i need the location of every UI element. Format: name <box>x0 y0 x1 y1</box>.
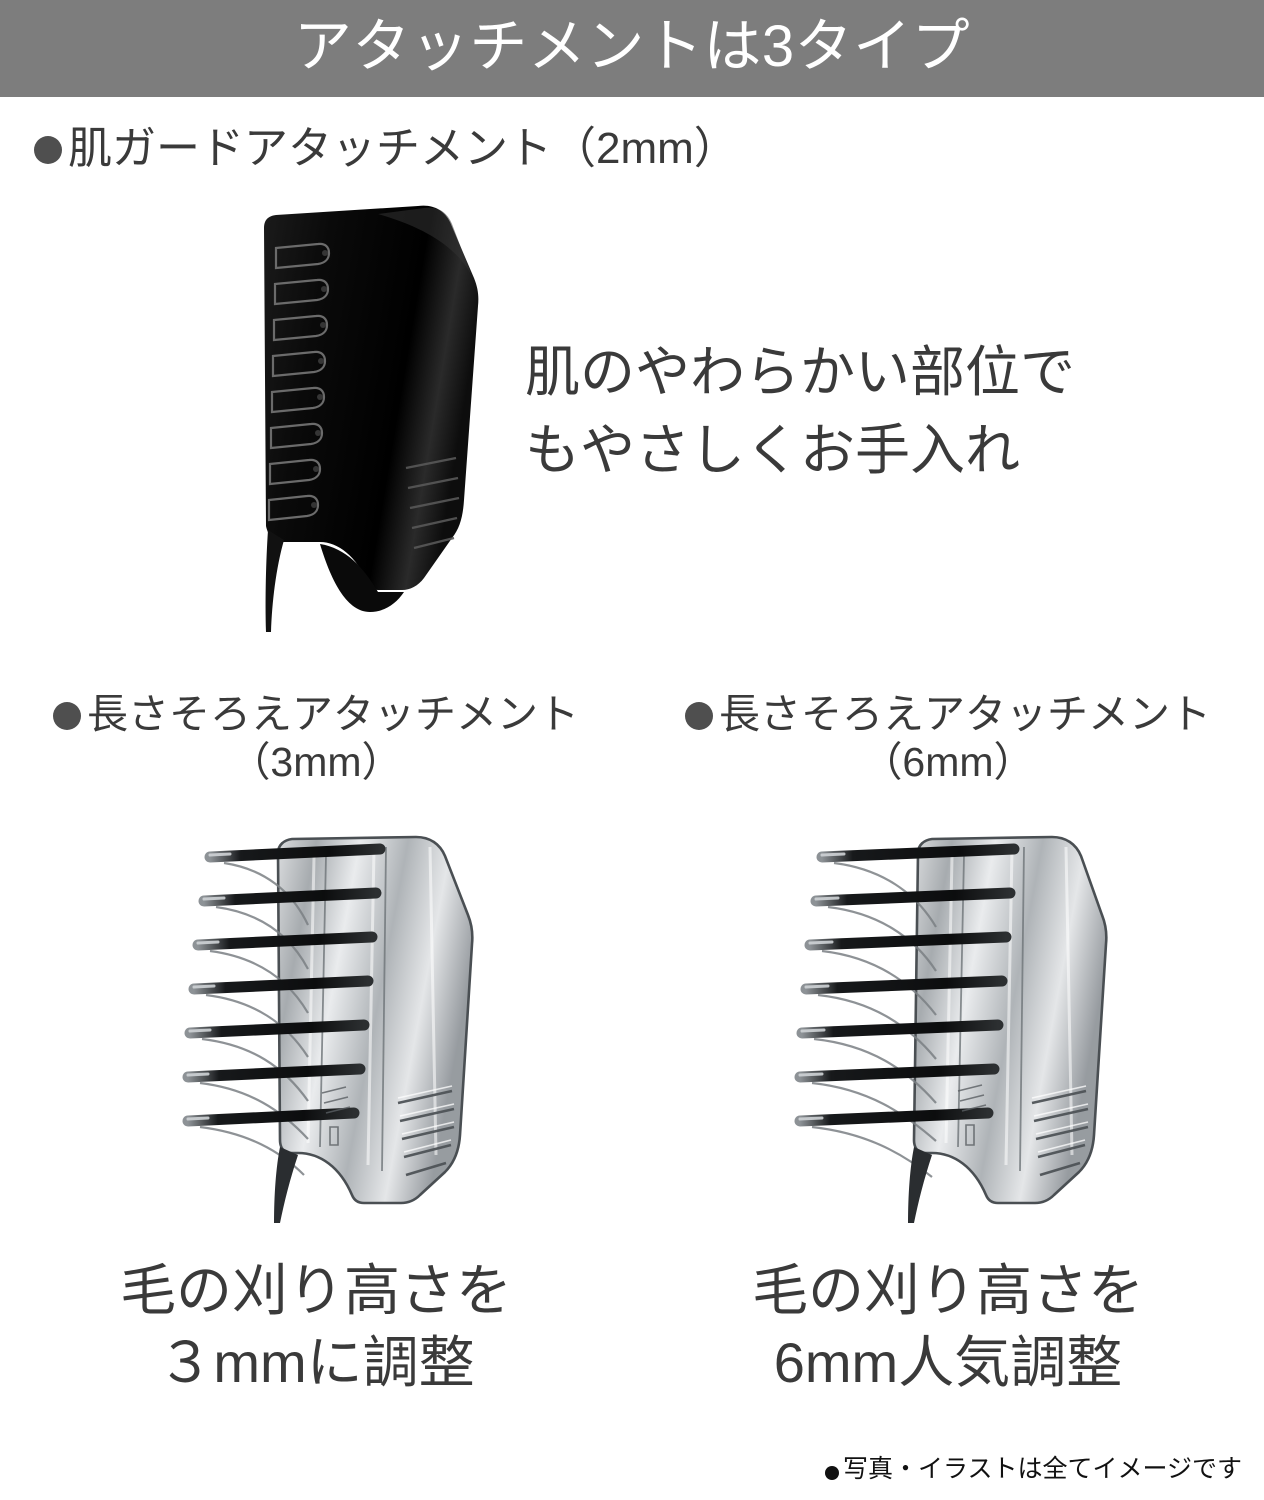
column-caption-6mm: 毛の刈り高さを 6mm人気調整 <box>632 1255 1264 1398</box>
section-heading-skin-guard: 肌ガードアタッチメント（2mm） <box>34 124 738 173</box>
column-heading-6mm-line1: 長さそろえアタッチメント <box>719 691 1211 737</box>
bullet-dot-icon <box>53 702 81 730</box>
skin-guard-section-body: 肌のやわらかい部位で もやさしくお手入れ <box>0 200 1264 670</box>
comb-column-headings: 長さそろえアタッチメント （3mm） 長さそろえアタッチメント （6mm） <box>0 690 1264 787</box>
footer-disclaimer-label: 写真・イラストは全てイメージです <box>842 1455 1242 1483</box>
column-heading-6mm-line2: （6mm） <box>861 739 1035 786</box>
skin-guard-description-line-2: もやさしくお手入れ <box>525 419 1021 482</box>
length-comb-attachment-6mm-icon <box>794 835 1108 1223</box>
comb-illustrations <box>0 835 1264 1235</box>
column-caption-3mm: 毛の刈り高さを ３mmに調整 <box>0 1255 632 1398</box>
bullet-dot-icon <box>685 702 713 730</box>
footer-disclaimer: 写真・イラストは全てイメージです <box>824 1455 1242 1483</box>
column-heading-3mm-line2: （3mm） <box>229 739 403 786</box>
column-heading-3mm: 長さそろえアタッチメント （3mm） <box>0 690 632 787</box>
skin-guard-description-line-1: 肌のやわらかい部位で <box>525 341 1076 403</box>
bullet-dot-icon <box>34 136 62 164</box>
bullet-dot-icon <box>824 1465 839 1480</box>
comb-column-captions: 毛の刈り高さを ３mmに調整 毛の刈り高さを 6mm人気調整 <box>0 1255 1264 1398</box>
column-heading-3mm-line1: 長さそろえアタッチメント <box>87 691 579 737</box>
column-caption-6mm-line1: 毛の刈り高さを <box>752 1259 1144 1322</box>
column-caption-3mm-line1: 毛の刈り高さを <box>120 1259 512 1322</box>
length-comb-attachment-3mm-icon <box>182 835 474 1223</box>
column-caption-3mm-line2: ３mmに調整 <box>157 1330 475 1394</box>
skin-guard-description: 肌のやわらかい部位で もやさしくお手入れ <box>525 333 1075 489</box>
section-heading-label: 肌ガードアタッチメント（2mm） <box>68 124 738 173</box>
page-title: アタッチメントは3タイプ <box>293 13 971 79</box>
skin-guard-attachment-icon <box>264 205 479 632</box>
column-caption-6mm-line2: 6mm人気調整 <box>773 1330 1123 1394</box>
header-banner: アタッチメントは3タイプ <box>0 0 1264 97</box>
column-heading-6mm: 長さそろえアタッチメント （6mm） <box>632 690 1264 787</box>
